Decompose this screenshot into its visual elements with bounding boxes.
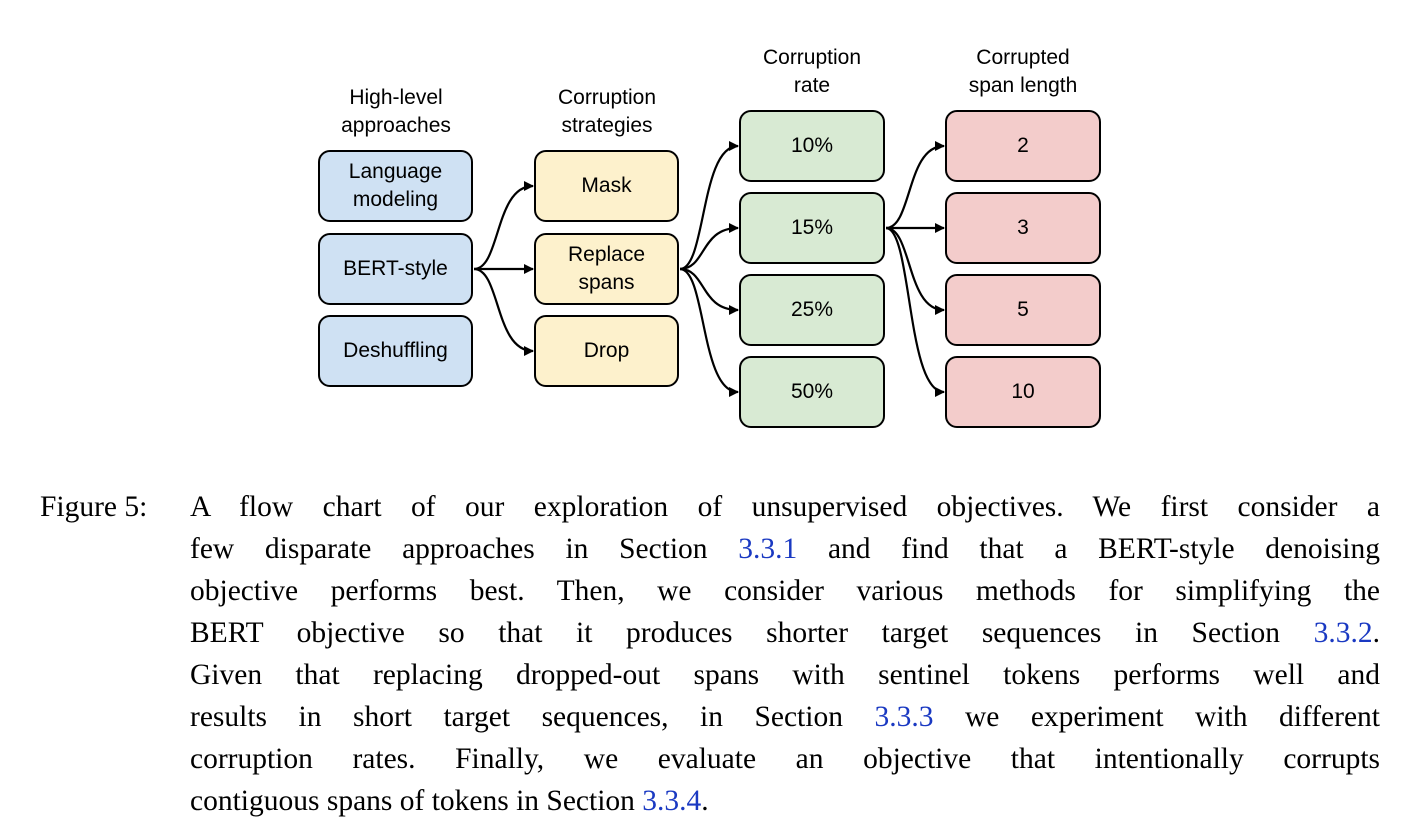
section-link[interactable]: 3.3.2	[1313, 617, 1373, 649]
caption-line: results in short target sequences, in Se…	[190, 696, 1380, 738]
node-deshuffling: Deshuffling	[318, 315, 473, 387]
caption-line: contiguous spans of tokens in Section 3.…	[190, 780, 1380, 822]
flow-chart-edges	[473, 141, 945, 397]
caption-text-segment: few disparate approaches in Section	[190, 533, 739, 565]
edge-arrow	[885, 226, 945, 315]
caption-text-segment: results in short target sequences, in Se…	[190, 701, 875, 733]
edge-arrow	[473, 181, 534, 271]
caption-text-segment: contiguous spans of tokens in Section	[190, 785, 643, 817]
section-link[interactable]: 3.3.3	[874, 701, 934, 733]
node-rate-10: 10%	[739, 110, 885, 182]
caption-text-segment: .	[701, 785, 709, 817]
edge-arrow	[885, 141, 945, 230]
column-header-corruption-strategies: Corruption strategies	[557, 86, 657, 137]
caption-text-segment: we experiment with different	[933, 701, 1380, 733]
node-span-3: 3	[945, 192, 1101, 264]
caption-line: BERT objective so that it produces short…	[190, 612, 1380, 654]
edge-arrow	[679, 267, 739, 315]
node-span-2: 2	[945, 110, 1101, 182]
node-replace-spans: Replace spans	[534, 233, 679, 305]
node-rate-50: 50%	[739, 356, 885, 428]
edge-arrow	[473, 267, 534, 356]
flow-chart-figure: High-level approaches Corruption strateg…	[318, 46, 1101, 428]
figure-label: Figure 5:	[40, 491, 148, 523]
column-header-high-level-approaches: High-level approaches	[341, 86, 451, 137]
node-language-modeling: Language modeling	[318, 150, 473, 222]
caption-line: objective performs best. Then, we consid…	[190, 570, 1380, 612]
column-header-corrupted-span-length: Corrupted span length	[968, 46, 1078, 97]
caption-text-segment: and find that a BERT-style denoising	[797, 533, 1380, 565]
caption-text-segment: Given that replacing dropped-out spans w…	[190, 659, 1380, 691]
caption-text-segment: .	[1372, 617, 1380, 649]
caption-text-segment: objective performs best. Then, we consid…	[190, 575, 1380, 607]
node-drop: Drop	[534, 315, 679, 387]
section-link[interactable]: 3.3.1	[738, 533, 798, 565]
node-mask: Mask	[534, 150, 679, 222]
caption-text-segment: corruption rates. Finally, we evaluate a…	[190, 743, 1380, 775]
node-bert-style: BERT-style	[318, 233, 473, 305]
caption-line: corruption rates. Finally, we evaluate a…	[190, 738, 1380, 780]
edge-arrow	[679, 223, 739, 271]
node-span-5: 5	[945, 274, 1101, 346]
caption-text-segment: A flow chart of our exploration of unsup…	[190, 491, 1380, 523]
column-header-corruption-rate: Corruption rate	[762, 46, 862, 97]
node-rate-15: 15%	[739, 192, 885, 264]
caption-line: A flow chart of our exploration of unsup…	[190, 486, 1380, 528]
section-link[interactable]: 3.3.4	[642, 785, 702, 817]
caption-line: few disparate approaches in Section 3.3.…	[190, 528, 1380, 570]
node-span-10: 10	[945, 356, 1101, 428]
caption-text-segment: BERT objective so that it produces short…	[190, 617, 1314, 649]
caption-line: Given that replacing dropped-out spans w…	[190, 654, 1380, 696]
node-rate-25: 25%	[739, 274, 885, 346]
edge-arrow	[885, 226, 945, 397]
edge-arrow	[679, 267, 739, 397]
edge-arrow	[679, 141, 739, 271]
